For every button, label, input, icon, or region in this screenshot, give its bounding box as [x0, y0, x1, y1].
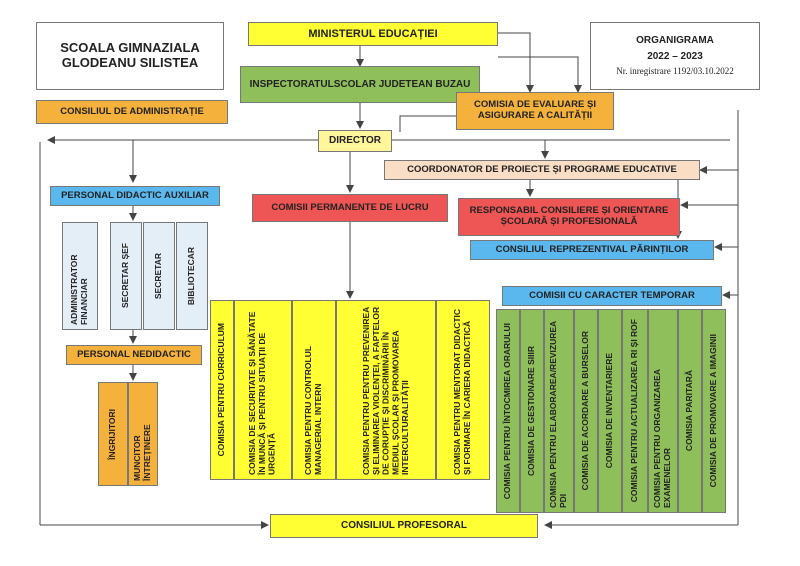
- non-teaching-role: ÎNGRIJITORI: [98, 382, 128, 486]
- auxiliary-role-label: BIBLIOTECAR: [186, 246, 197, 306]
- coordinator-box: COORDONATOR DE PROIECTE ȘI PROGRAME EDUC…: [384, 160, 700, 180]
- non-teaching-role: MUNCITOR ÎNTREȚINERE: [128, 382, 158, 486]
- admin-council-box: CONSILIUL DE ADMINISTRAȚIE: [36, 100, 228, 124]
- temporary-commission-label: COMISIA DE GESTIONARE SIIIR: [526, 345, 537, 477]
- temporary-commission-label: COMISIA DE ACORDARE A BURSELOR: [580, 331, 591, 491]
- inspectorate-box: INSPECTORATULSCOLAR JUDETEAN BUZAU: [240, 66, 480, 103]
- counseling-label: RESPONSABIL CONSILIERE ȘI ORIENTARE ȘCOL…: [469, 205, 669, 227]
- temporary-commission-label: COMISIA DE PROMOVARE A IMAGINII: [708, 334, 719, 488]
- permanent-commission: COMISIA PENTRU PENTRU PREVENIREA ȘI ELIM…: [336, 300, 436, 480]
- admin-council-label: CONSILIUL DE ADMINISTRAȚIE: [60, 105, 204, 117]
- temporary-commission-label: COMISIA PENTRU ACTUALIZAREA RI ȘI ROF: [629, 319, 640, 503]
- auxiliary-staff-label: PERSONAL DIDACTIC AUXILIAR: [61, 189, 209, 201]
- counseling-box: RESPONSABIL CONSILIERE ȘI ORIENTARE ȘCOL…: [458, 198, 680, 236]
- director-label: DIRECTOR: [328, 135, 382, 147]
- organigram-title: ORGANIGRAMA: [636, 35, 714, 47]
- auxiliary-staff-box: PERSONAL DIDACTIC AUXILIAR: [50, 186, 220, 206]
- permanent-commission: COMISIA DE SECURITATE ȘI SĂNĂTATE ÎN MUN…: [234, 300, 292, 480]
- permanent-commission-label: COMISIA DE SECURITATE ȘI SĂNĂTATE ÎN MUN…: [247, 311, 277, 475]
- temporary-commission: COMISIA PENTRU ACTUALIZAREA RI ȘI ROF: [622, 309, 648, 513]
- parents-council-box: CONSILIUL REPREZENTIVAL PĂRINȚILOR: [470, 240, 714, 260]
- ministry-label: MINISTERUL EDUCAȚIEI: [308, 27, 438, 40]
- auxiliary-role-label: SECRETAR ȘEF: [120, 243, 131, 309]
- permanent-commission-label: COMISIA PENTRU CURRICULUM: [216, 323, 227, 457]
- quality-commission-box: COMISIA DE EVALUARE ȘI ASIGURARE A CALIT…: [456, 92, 614, 130]
- inspectorate-label: INSPECTORATULSCOLAR JUDETEAN BUZAU: [249, 78, 471, 90]
- temporary-commissions-label: COMISII CU CARACTER TEMPORAR: [529, 289, 695, 301]
- permanent-commissions-label: COMISII PERMANENTE DE LUCRU: [271, 201, 429, 213]
- school-name-line1: SCOALA GIMNAZIALA: [60, 40, 200, 56]
- auxiliary-role: ADMINISTRATOR FINANCIAR: [62, 222, 98, 330]
- director-box: DIRECTOR: [318, 130, 392, 152]
- temporary-commission: COMISIA PENTRU ÎNTOCMIREA ORARULUI: [496, 309, 520, 513]
- temporary-commission-label: COMISIA PARITARĂ: [684, 370, 695, 452]
- auxiliary-role: SECRETAR ȘEF: [110, 222, 142, 330]
- temporary-commission-label: COMISIA PENTRU ELABORAREA/REVIZUREA PDI: [548, 321, 568, 508]
- parents-council-label: CONSILIUL REPREZENTIVAL PĂRINȚILOR: [495, 243, 689, 255]
- school-name: SCOALA GIMNAZIALA GLODEANU SILISTEA: [36, 22, 224, 90]
- temporary-commission: COMISIA PENTRU ELABORAREA/REVIZUREA PDI: [544, 309, 574, 513]
- permanent-commission-label: COMISIA PENTRU PENTRU PREVENIREA ȘI ELIM…: [360, 306, 410, 475]
- ministry-box: MINISTERUL EDUCAȚIEI: [248, 22, 498, 46]
- temporary-commissions-box: COMISII CU CARACTER TEMPORAR: [502, 286, 722, 306]
- auxiliary-role-label: ADMINISTRATOR FINANCIAR: [69, 254, 89, 325]
- temporary-commission: COMISIA DE PROMOVARE A IMAGINII: [702, 309, 726, 513]
- auxiliary-role-label: SECRETAR: [153, 252, 164, 300]
- temporary-commission-label: COMISIA PENTRU ÎNTOCMIREA ORARULUI: [502, 322, 513, 500]
- permanent-commission-label: COMISIA PENTRU CONTROLUL MANAGERIAL INTE…: [303, 346, 323, 475]
- non-teaching-staff-label: PERSONAL NEDIDACTIC: [77, 348, 191, 360]
- permanent-commission-label: COMISIA PENTRU MENTORAT DIDACTIC ȘI FORM…: [452, 308, 472, 475]
- permanent-commissions-box: COMISII PERMANENTE DE LUCRU: [252, 194, 448, 222]
- registration-number: Nr. inregistrare 1192/03.10.2022: [616, 66, 734, 77]
- teachers-council-label: CONSILIUL PROFESORAL: [341, 520, 467, 532]
- organigram-year: 2022 – 2023: [647, 50, 703, 62]
- permanent-commission: COMISIA PENTRU CONTROLUL MANAGERIAL INTE…: [292, 300, 336, 480]
- temporary-commission: COMISIA DE ACORDARE A BURSELOR: [574, 309, 598, 513]
- temporary-commission-label: COMISIA PENTRU ORGANIZAREA EXAMENELOR: [652, 369, 672, 508]
- permanent-commission: COMISIA PENTRU CURRICULUM: [210, 300, 234, 480]
- temporary-commission: COMISIA PARITARĂ: [678, 309, 702, 513]
- organigram-header: ORGANIGRAMA 2022 – 2023 Nr. inregistrare…: [590, 22, 760, 90]
- permanent-commission: COMISIA PENTRU MENTORAT DIDACTIC ȘI FORM…: [436, 300, 490, 480]
- non-teaching-role-label: ÎNGRIJITORI: [107, 408, 118, 460]
- temporary-commission: COMISIA PENTRU ORGANIZAREA EXAMENELOR: [648, 309, 678, 513]
- temporary-commission: COMISIA DE GESTIONARE SIIIR: [520, 309, 544, 513]
- non-teaching-role-label: MUNCITOR ÎNTREȚINERE: [132, 424, 152, 481]
- coordinator-label: COORDONATOR DE PROIECTE ȘI PROGRAME EDUC…: [407, 163, 677, 175]
- school-name-line2: GLODEANU SILISTEA: [61, 55, 199, 70]
- auxiliary-role: BIBLIOTECAR: [176, 222, 208, 330]
- temporary-commission: COMISIA DE INVENTARIERE: [598, 309, 622, 513]
- temporary-commission-label: COMISIA DE INVENTARIERE: [604, 353, 615, 469]
- non-teaching-staff-box: PERSONAL NEDIDACTIC: [66, 345, 202, 365]
- auxiliary-role: SECRETAR: [143, 222, 175, 330]
- quality-commission-label: COMISIA DE EVALUARE ȘI ASIGURARE A CALIT…: [474, 99, 596, 121]
- teachers-council-box: CONSILIUL PROFESORAL: [270, 514, 538, 538]
